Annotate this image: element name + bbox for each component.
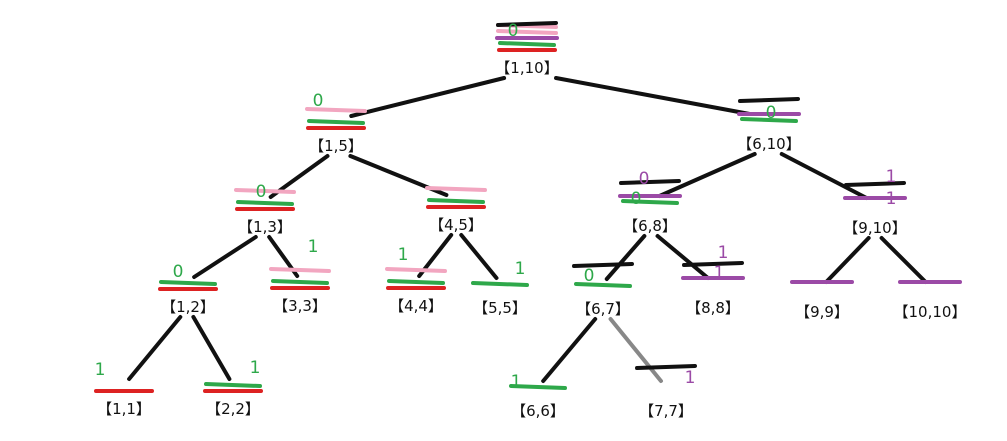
node-label-1-2: 【1,2】 (161, 298, 215, 316)
mark-green-1-2 (159, 280, 217, 286)
digit-6-6: 1 (511, 372, 522, 392)
node-label-1-10: 【1,10】 (495, 59, 558, 77)
mark-green-6-7 (574, 282, 632, 288)
node-label-1-1: 【1,1】 (97, 400, 151, 418)
node-label-6-10: 【6,10】 (737, 135, 800, 153)
edge-1-2-to-2-2 (191, 315, 232, 381)
node-label-10-10: 【10,10】 (894, 303, 967, 321)
node-label-6-6: 【6,6】 (511, 402, 565, 420)
edge-1-10-to-6-10 (554, 76, 752, 116)
edge-1-2-to-1-1 (127, 315, 183, 381)
digit-1-5: 0 (313, 91, 324, 111)
digit-9-10: 1 (886, 167, 897, 187)
mark-green-1-5 (307, 119, 365, 125)
mark-green-1-3 (236, 200, 294, 206)
node-label-2-2: 【2,2】 (206, 400, 260, 418)
digit-7-7: 1 (685, 368, 696, 388)
edge-1-3-to-1-2 (192, 235, 258, 279)
mark-green-6-6 (509, 384, 567, 390)
mark-green-4-4 (387, 279, 445, 285)
node-label-1-3: 【1,3】 (238, 218, 292, 236)
edges-layer (127, 76, 928, 383)
edge-4-5-to-5-5 (459, 233, 499, 280)
node-label-7-7: 【7,7】 (639, 402, 693, 420)
edge-6-8-to-8-8 (655, 234, 710, 280)
digit-1-1: 1 (95, 360, 106, 380)
digit-5-5: 1 (515, 259, 526, 279)
mark-green-1-10 (498, 41, 556, 47)
node-label-1-5: 【1,5】 (309, 137, 363, 155)
node-label-5-5: 【5,5】 (473, 299, 527, 317)
edge-6-10-to-9-10 (779, 152, 869, 200)
mark-green-6-8 (621, 199, 679, 205)
node-label-9-10: 【9,10】 (843, 219, 906, 237)
mark-pink-1-5 (305, 107, 367, 113)
node-label-4-4: 【4,4】 (389, 297, 443, 315)
mark-pink-4-5 (425, 186, 487, 192)
mark-green-4-5 (427, 198, 485, 204)
node-label-4-5: 【4,5】 (429, 216, 483, 234)
mark-green-5-5 (471, 281, 529, 287)
extra-digit-8-8: 1 (714, 263, 725, 283)
mark-black-8-8 (682, 261, 744, 267)
edge-9-10-to-10-10 (879, 236, 928, 284)
digit-8-8: 1 (718, 243, 729, 263)
node-label-6-8: 【6,8】 (623, 217, 677, 235)
digit-3-3: 1 (308, 237, 319, 257)
mark-pink-4-4 (385, 267, 447, 273)
edge-9-10-to-9-9 (824, 236, 871, 284)
node-label-3-3: 【3,3】 (273, 297, 327, 315)
mark-green-3-3 (271, 279, 329, 285)
digit-2-2: 1 (250, 358, 261, 378)
digit-4-4: 1 (398, 245, 409, 265)
digit-6-7: 0 (584, 266, 595, 286)
digit-1-2: 0 (173, 262, 184, 282)
node-label-9-9: 【9,9】 (795, 303, 849, 321)
mark-black-6-7 (572, 262, 634, 268)
mark-green-6-10 (740, 117, 798, 123)
marks-layer (94, 21, 962, 393)
mark-black-6-8 (619, 179, 681, 185)
mark-pink-1-3 (234, 188, 296, 194)
mark-black-6-10 (738, 97, 800, 103)
edge-6-10-to-6-8 (657, 152, 757, 198)
digit-1-10: 0 (508, 21, 519, 41)
mark-black-1-10 (496, 21, 558, 27)
extra-digit-9-10: 1 (886, 189, 897, 209)
edge-6-8-to-6-7 (604, 234, 647, 281)
edge-6-7-to-7-7 (608, 317, 663, 383)
extra-digit-6-8: 0 (639, 169, 650, 189)
digit-6-8: 0 (631, 189, 642, 209)
digit-1-3: 0 (256, 182, 267, 202)
mark-black-7-7 (635, 364, 697, 370)
mark-green-2-2 (204, 382, 262, 388)
mark-pink-1-10 (496, 29, 558, 35)
edge-1-10-to-1-5 (349, 76, 507, 118)
digit-6-10: 0 (766, 103, 777, 123)
mark-black-9-10 (844, 181, 906, 187)
labels-layer: 【1,10】【1,5】 【6,10】【1,3】 【4,5】 【6,8】 【9,10】【1… (97, 59, 966, 420)
node-label-8-8: 【8,8】 (686, 299, 740, 317)
edge-6-7-to-6-6 (541, 317, 598, 383)
node-label-6-7: 【6,7】 (576, 300, 630, 318)
mark-pink-3-3 (269, 267, 331, 273)
